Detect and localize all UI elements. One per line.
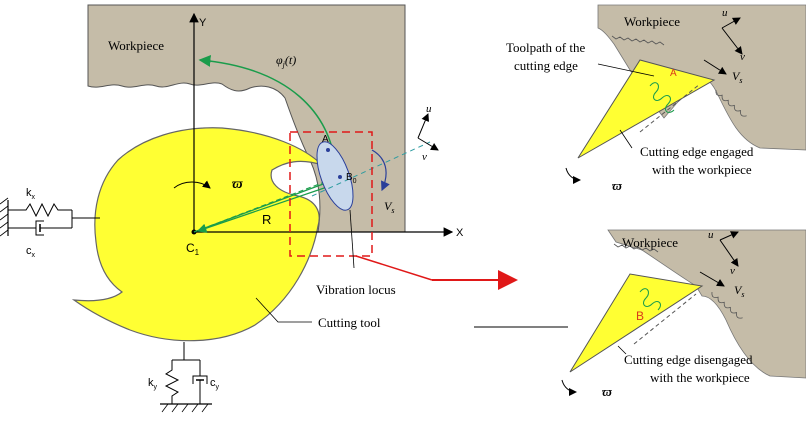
omega-label: ϖ xyxy=(232,177,243,192)
top-point-label: A xyxy=(670,68,677,79)
top-cutting-edge xyxy=(577,59,716,159)
top-vs-label: Vs xyxy=(732,69,742,85)
bottom-point-label: B xyxy=(636,309,644,323)
top-chip-serrations xyxy=(611,35,665,46)
kx-label: kx xyxy=(26,187,36,201)
phi-label: φj(t) xyxy=(276,53,296,69)
bottom-dashed-rake xyxy=(633,293,697,345)
top-workpiece-label: Workpiece xyxy=(624,14,680,29)
v-label: v xyxy=(422,151,427,163)
top-dashed-rake xyxy=(639,83,701,133)
top-omega: ϖ xyxy=(612,178,623,193)
vibration-locus-label: Vibration locus xyxy=(316,282,396,297)
bottom-workpiece-label: Workpiece xyxy=(622,235,678,250)
main-diagram: Workpiece Y X C1 ϖ φj(t) R A B xyxy=(0,4,568,413)
radius-line-b xyxy=(193,175,341,233)
toolpath-label-2: cutting edge xyxy=(514,58,578,73)
point-a-label: A xyxy=(322,134,329,145)
bottom-caption-1: Cutting edge disengaged xyxy=(624,352,753,367)
dashed-feed-line xyxy=(311,141,431,197)
bottom-rotation-arrow xyxy=(561,379,577,396)
bottom-caption-2: with the workpiece xyxy=(650,370,750,385)
u-axis-arrow xyxy=(417,113,429,139)
top-caption-1: Cutting edge engaged xyxy=(640,144,754,159)
top-u-arrow xyxy=(721,17,741,29)
cx-label: cx xyxy=(26,245,36,259)
point-b-marker xyxy=(338,175,342,179)
bottom-u-arrow xyxy=(719,231,739,241)
toolpath-leader xyxy=(597,63,655,77)
cutting-tool-body xyxy=(71,127,323,342)
top-v-arrow xyxy=(721,27,743,55)
top-rotation-arrow xyxy=(565,167,581,184)
toolpath-label-1: Toolpath of the xyxy=(506,40,585,55)
bottom-vs-label: Vs xyxy=(734,283,744,299)
bottom-toolpath-coil xyxy=(639,288,661,311)
point-a-marker xyxy=(326,148,330,152)
cy-label: cy xyxy=(210,377,220,391)
bottom-omega: ϖ xyxy=(602,384,613,399)
bottom-vs-arrow xyxy=(699,271,725,287)
cutting-tool-leader xyxy=(255,297,312,323)
workpiece-label: Workpiece xyxy=(108,38,164,53)
top-u-label: u xyxy=(722,7,728,19)
top-toolpath-coil xyxy=(649,82,675,113)
radius-label: R xyxy=(262,212,271,227)
vibration-locus-leader xyxy=(349,209,355,269)
x-spring-damper xyxy=(0,197,100,237)
u-label: u xyxy=(426,103,432,115)
y-axis-label: Y xyxy=(199,17,207,29)
bottom-v-arrow xyxy=(719,239,739,267)
y-spring-damper xyxy=(160,342,212,413)
center-label: C1 xyxy=(186,241,200,257)
bottom-workpiece xyxy=(607,229,806,379)
top-vs-arrow xyxy=(703,59,727,75)
rotation-arrow xyxy=(173,180,211,189)
cutting-velocity-arrow xyxy=(371,149,390,192)
top-caption-leader xyxy=(619,129,633,149)
bottom-caption-leader xyxy=(617,345,627,355)
vibration-locus-ellipse xyxy=(316,141,354,211)
detail-disengaged: Workpiece B u v Vs Cutting edge disengag… xyxy=(561,229,806,399)
v-axis-arrow xyxy=(417,137,439,151)
point-b-label: B0 xyxy=(346,172,357,185)
bottom-surface-waves xyxy=(711,291,743,319)
top-v-label: v xyxy=(740,51,745,63)
ky-label: ky xyxy=(148,377,158,391)
radius-line-return xyxy=(196,185,331,233)
zoom-box xyxy=(289,131,373,257)
bottom-v-label: v xyxy=(730,265,735,277)
bottom-u-label: u xyxy=(708,229,714,241)
zoom-leader xyxy=(355,255,433,281)
detail-engaged: Workpiece A Toolpath of the cutting edge… xyxy=(506,4,806,193)
cutting-tool-label: Cutting tool xyxy=(318,315,381,330)
top-surface-waves xyxy=(715,89,747,117)
bottom-cutting-edge xyxy=(569,273,704,373)
top-caption-2: with the workpiece xyxy=(652,162,752,177)
vs-label: Vs xyxy=(384,199,394,215)
x-axis-label: X xyxy=(456,227,464,239)
bottom-chip-serrations xyxy=(613,243,659,253)
